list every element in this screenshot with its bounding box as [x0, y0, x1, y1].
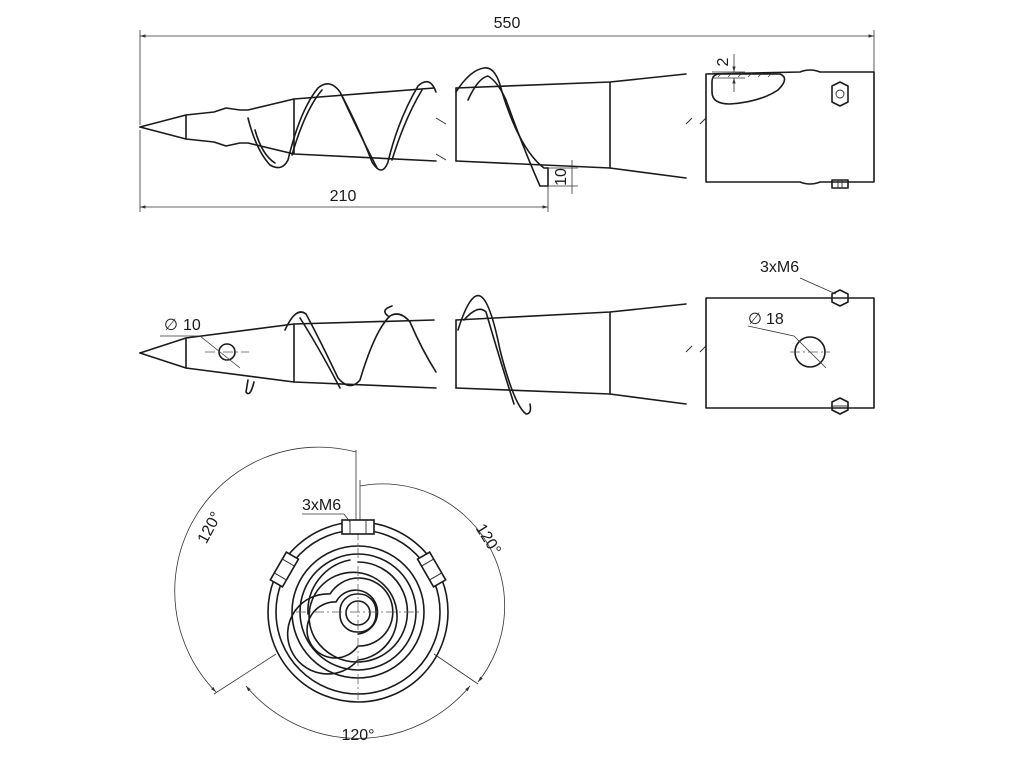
end-bolt-left [269, 551, 300, 588]
end-bolts-label: 3xM6 [302, 497, 341, 514]
dimension-blade-offset: 10 [548, 160, 578, 194]
dimension-overall-length: 550 [139, 15, 875, 125]
side-view: ∅ 10 ∅ 18 3xM6 [139, 259, 875, 415]
angle-bottom-label: 120° [341, 727, 374, 744]
head-hole-label: ∅ [748, 311, 762, 328]
hex-bolt-icon [831, 289, 849, 307]
dimension-helix-length: 210 [139, 130, 549, 212]
side-middle-segment [455, 294, 707, 415]
angle-left-label: 120° [195, 509, 226, 546]
overall-length-label: 550 [494, 15, 521, 32]
end-view: 120° 120° 120° 3xM6 [174, 446, 506, 744]
helix-length-label: 210 [330, 188, 357, 205]
angle-right-label: 120° [472, 521, 504, 558]
side-head-segment: ∅ 18 3xM6 [705, 259, 875, 415]
end-bolt-right [416, 551, 447, 588]
auger-tip-segment [139, 80, 447, 171]
tip-hole-value: 10 [183, 317, 201, 334]
side-bolts-label: 3xM6 [760, 259, 799, 276]
head-hole-value: 18 [766, 311, 784, 328]
hex-nut-icon [831, 81, 849, 107]
auger-middle-segment [455, 67, 707, 187]
end-bolt-top [341, 519, 375, 535]
top-view: 550 210 [139, 15, 875, 212]
side-tip-segment: ∅ 10 [139, 305, 437, 395]
auger-head-segment: 2 [705, 54, 875, 189]
tip-hole-label: ∅ [164, 317, 178, 334]
wall-thickness-label: 2 [715, 57, 732, 66]
blade-offset-label: 10 [553, 168, 570, 186]
